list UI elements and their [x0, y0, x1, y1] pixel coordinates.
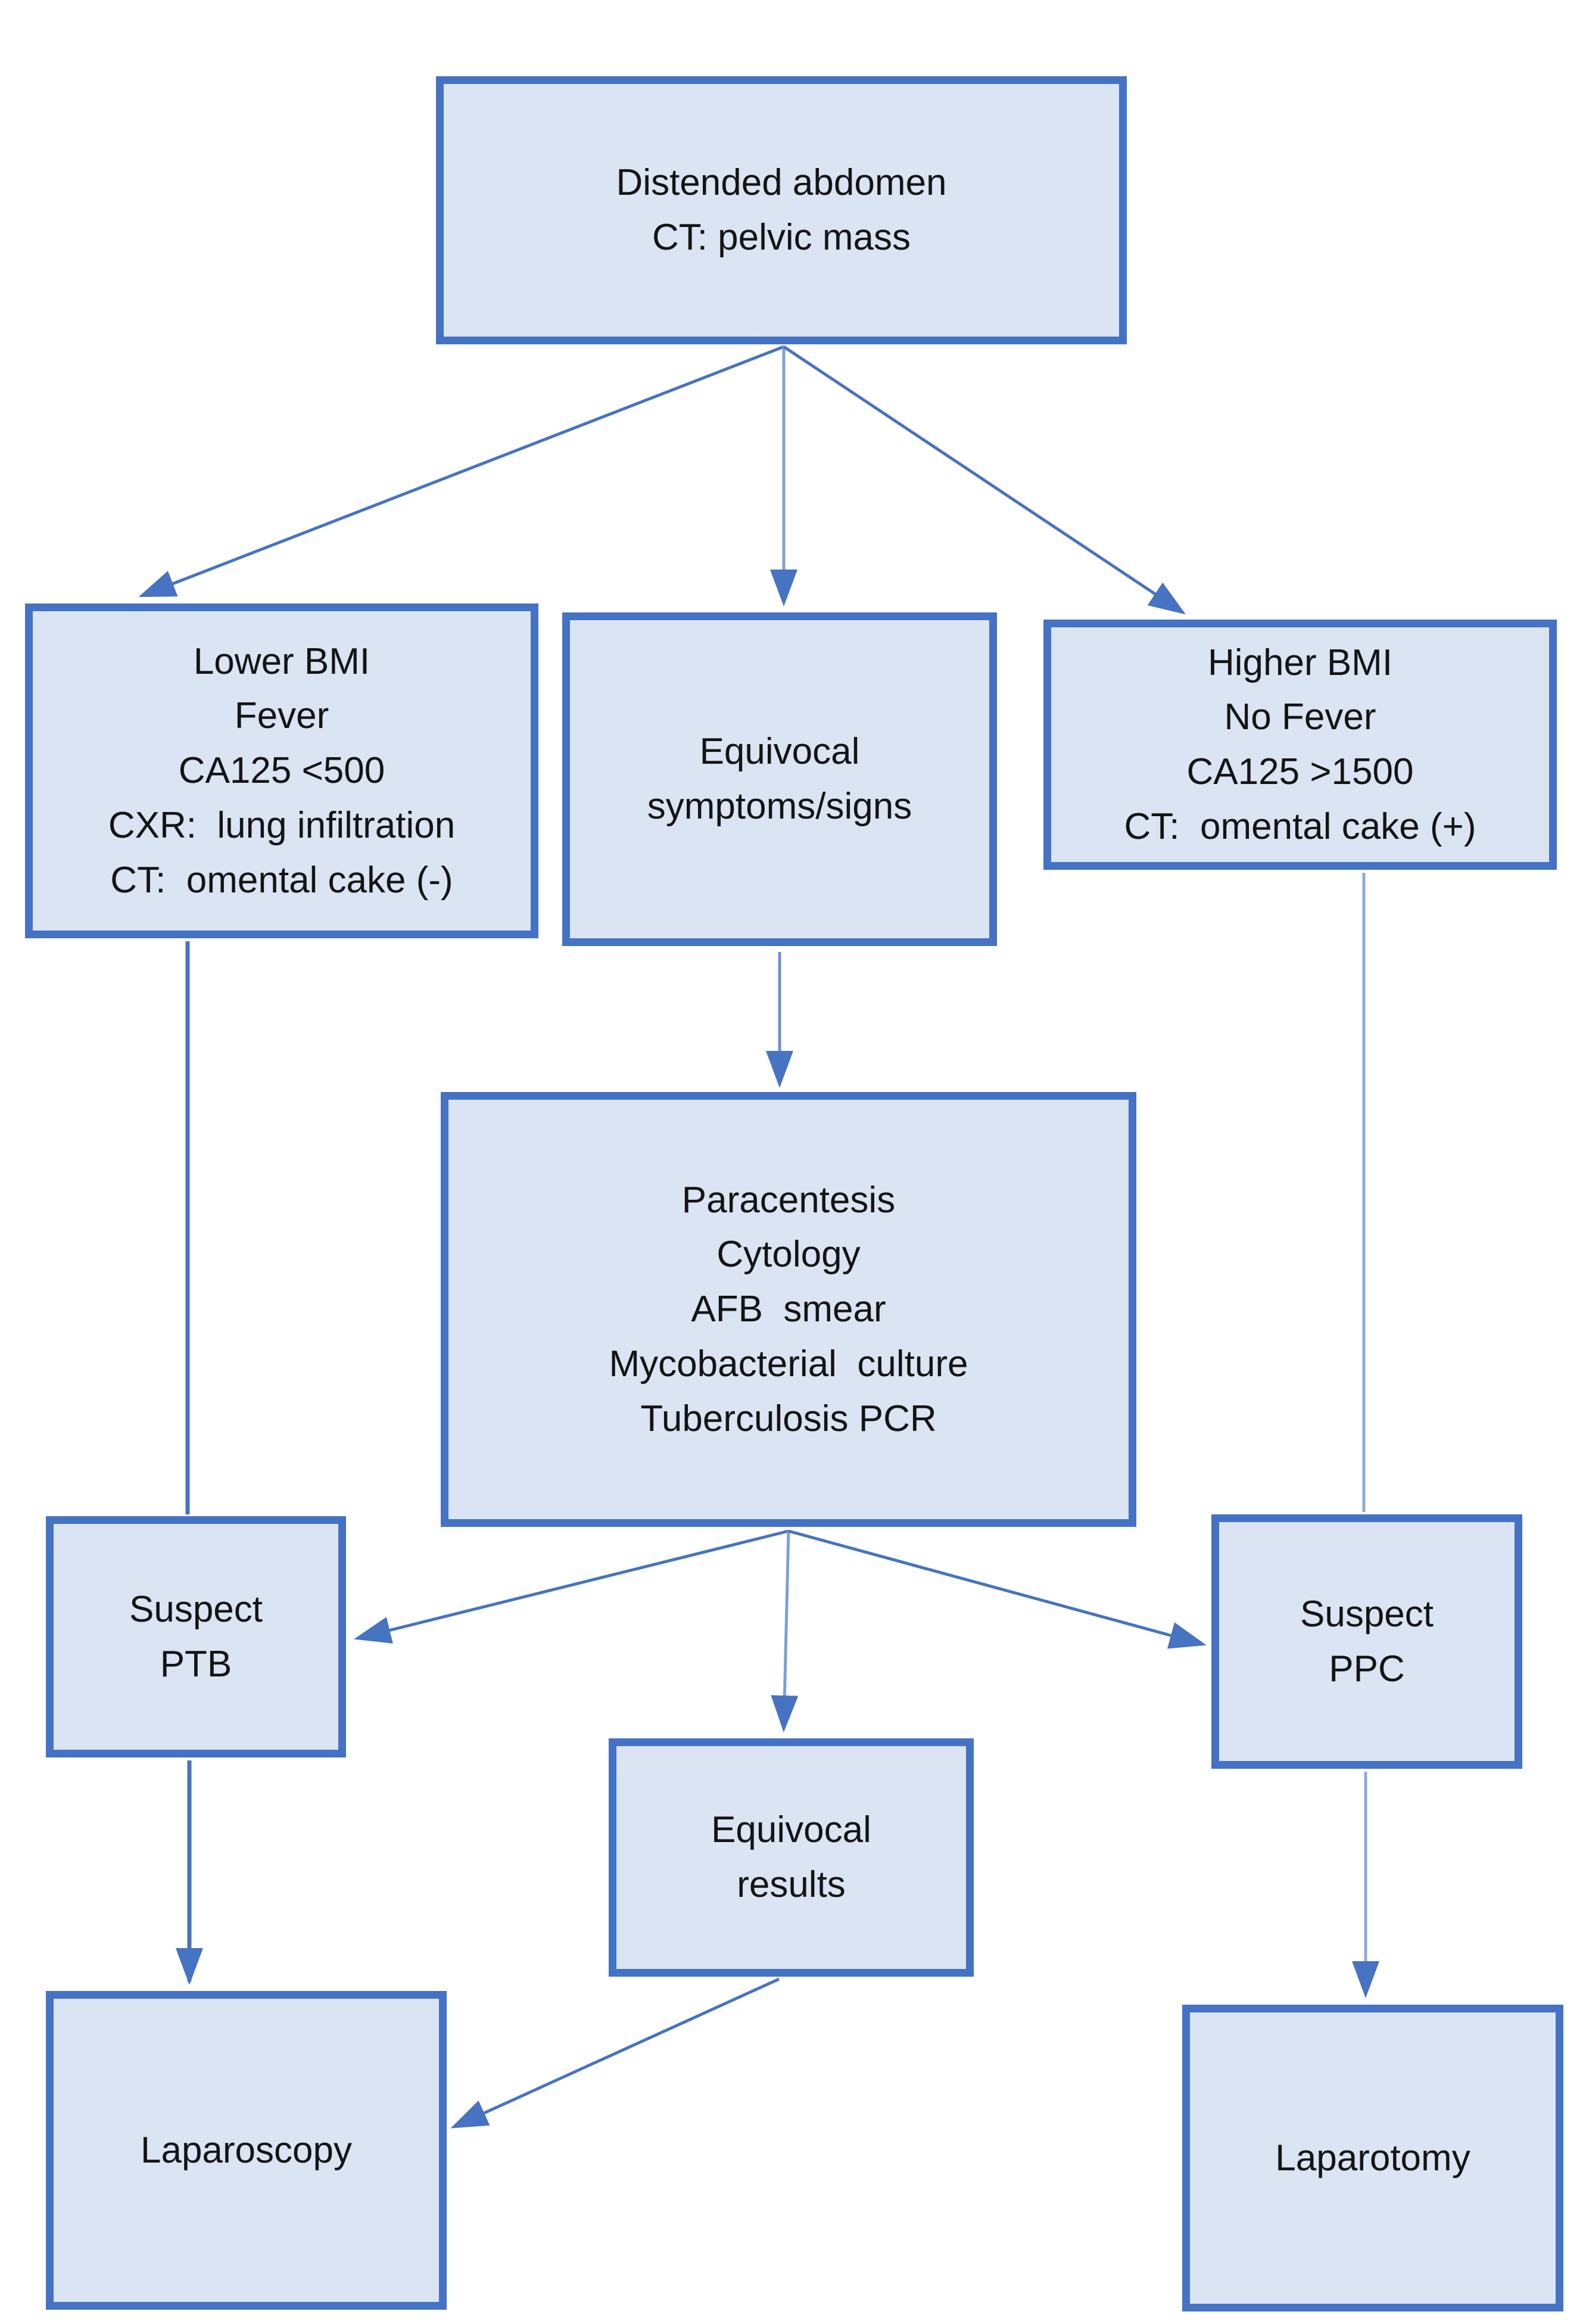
node-suspect-ppc: Suspect PPC [1211, 1514, 1522, 1769]
node-laparoscopy: Laparoscopy [46, 1991, 447, 2310]
edge-paracentesis-to-suspect-ppc [788, 1529, 1207, 1649]
edge-paracentesis-to-suspect-ptb [354, 1529, 789, 1644]
edge-paracentesis-to-equivocal-results [771, 1530, 799, 1732]
node-lower-bmi-label: Lower BMI Fever CA125 <500 CXR: lung inf… [108, 640, 456, 901]
edge-distended-to-higher-bmi [783, 345, 1186, 615]
node-equivocal-symptoms-label: Equivocal symptoms/signs [647, 731, 912, 827]
node-paracentesis-label: Paracentesis Cytology AFB smear Mycobact… [609, 1179, 968, 1439]
node-laparotomy-label: Laparotomy [1275, 2137, 1470, 2179]
node-distended-abdomen-label: Distended abdomen CT: pelvic mass [616, 162, 947, 258]
node-higher-bmi-label: Higher BMI No Fever CA125 >1500 CT: omen… [1124, 642, 1476, 847]
edge-distended-to-lower-bmi [138, 345, 784, 598]
node-lower-bmi: Lower BMI Fever CA125 <500 CXR: lung inf… [25, 603, 538, 938]
node-suspect-ptb: Suspect PTB [46, 1516, 346, 1757]
node-higher-bmi: Higher BMI No Fever CA125 >1500 CT: omen… [1043, 620, 1557, 870]
node-suspect-ptb-label: Suspect PTB [129, 1588, 263, 1685]
node-paracentesis: Paracentesis Cytology AFB smear Mycobact… [441, 1092, 1136, 1527]
edge-equivocal-results-to-laparoscopy [450, 1977, 780, 2129]
node-suspect-ppc-label: Suspect PPC [1300, 1593, 1434, 1690]
node-equivocal-symptoms: Equivocal symptoms/signs [562, 612, 997, 946]
node-equivocal-results-label: Equivocal results [711, 1809, 871, 1905]
node-laparoscopy-label: Laparoscopy [140, 2129, 353, 2171]
node-distended-abdomen: Distended abdomen CT: pelvic mass [436, 76, 1127, 344]
node-laparotomy: Laparotomy [1182, 2005, 1563, 2311]
node-equivocal-results: Equivocal results [609, 1738, 974, 1977]
